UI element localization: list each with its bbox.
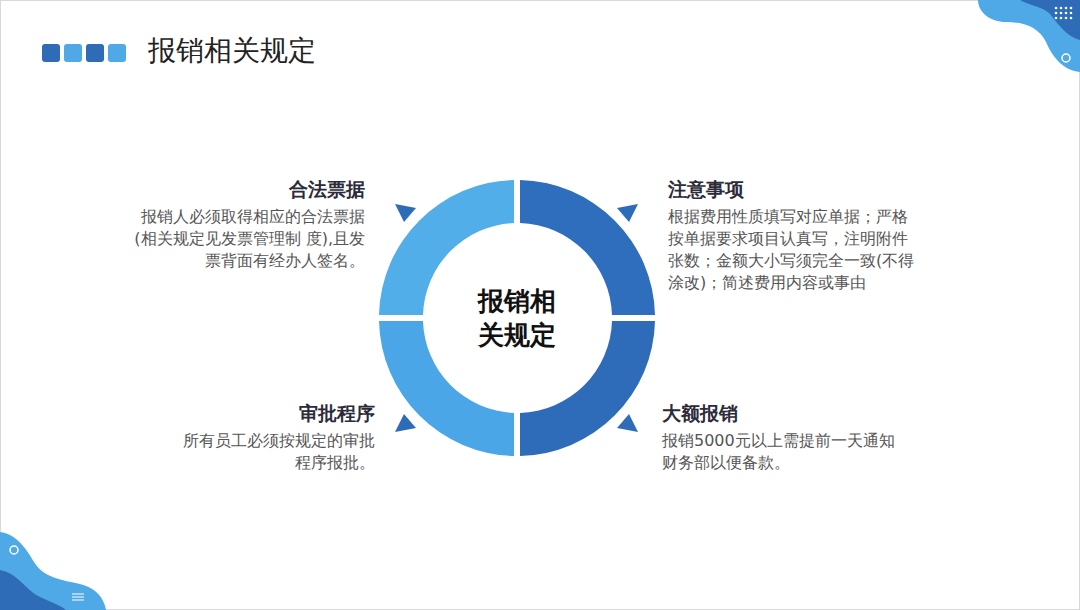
corner-dots xyxy=(1055,7,1073,20)
ring xyxy=(379,180,655,456)
rule-callout: 合法票据报销人必须取得相应的合法票据 (相关规定见发票管理制 度),且发 票背面… xyxy=(120,176,365,272)
corner-blob xyxy=(978,0,1080,72)
callout-body: 报销5000元以上需提前一天通知 财务部以便备款。 xyxy=(662,430,898,474)
pointer-triangle xyxy=(395,414,416,432)
title-square xyxy=(64,44,82,62)
title-square xyxy=(42,44,60,62)
title-square xyxy=(86,44,104,62)
callout-heading: 合法票据 xyxy=(120,176,365,202)
callout-heading: 大额报销 xyxy=(662,400,898,426)
corner-lines xyxy=(72,594,84,600)
pointer-triangle xyxy=(395,204,416,222)
callout-body: 根据费用性质填写对应单据；严格 按单据要求项目认真写，注明附件 张数；金额大小写… xyxy=(668,206,920,294)
slide-title: 报销相关规定 xyxy=(148,32,316,70)
callout-heading: 审批程序 xyxy=(175,400,375,426)
corner-blob xyxy=(0,532,106,610)
callout-body: 报销人必须取得相应的合法票据 (相关规定见发票管理制 度),且发 票背面有经办人… xyxy=(120,206,365,272)
callout-heading: 注意事项 xyxy=(668,176,920,202)
rule-callout: 注意事项根据费用性质填写对应单据；严格 按单据要求项目认真写，注明附件 张数；金… xyxy=(668,176,920,294)
corner-blob xyxy=(0,570,66,610)
center-circle: 报销相 关规定 xyxy=(424,225,610,411)
center-label: 报销相 关规定 xyxy=(472,284,562,352)
callout-body: 所有员工必须按规定的审批 程序报批。 xyxy=(175,430,375,474)
pointer-triangle xyxy=(617,414,638,432)
rule-callout: 审批程序所有员工必须按规定的审批 程序报批。 xyxy=(175,400,375,474)
rule-callout: 大额报销报销5000元以上需提前一天通知 财务部以便备款。 xyxy=(662,400,898,474)
corner-blob xyxy=(1020,0,1080,40)
corner-dot xyxy=(1062,54,1070,62)
pointer-triangle xyxy=(617,204,638,222)
corner-dot xyxy=(10,546,18,554)
title-square xyxy=(108,44,126,62)
